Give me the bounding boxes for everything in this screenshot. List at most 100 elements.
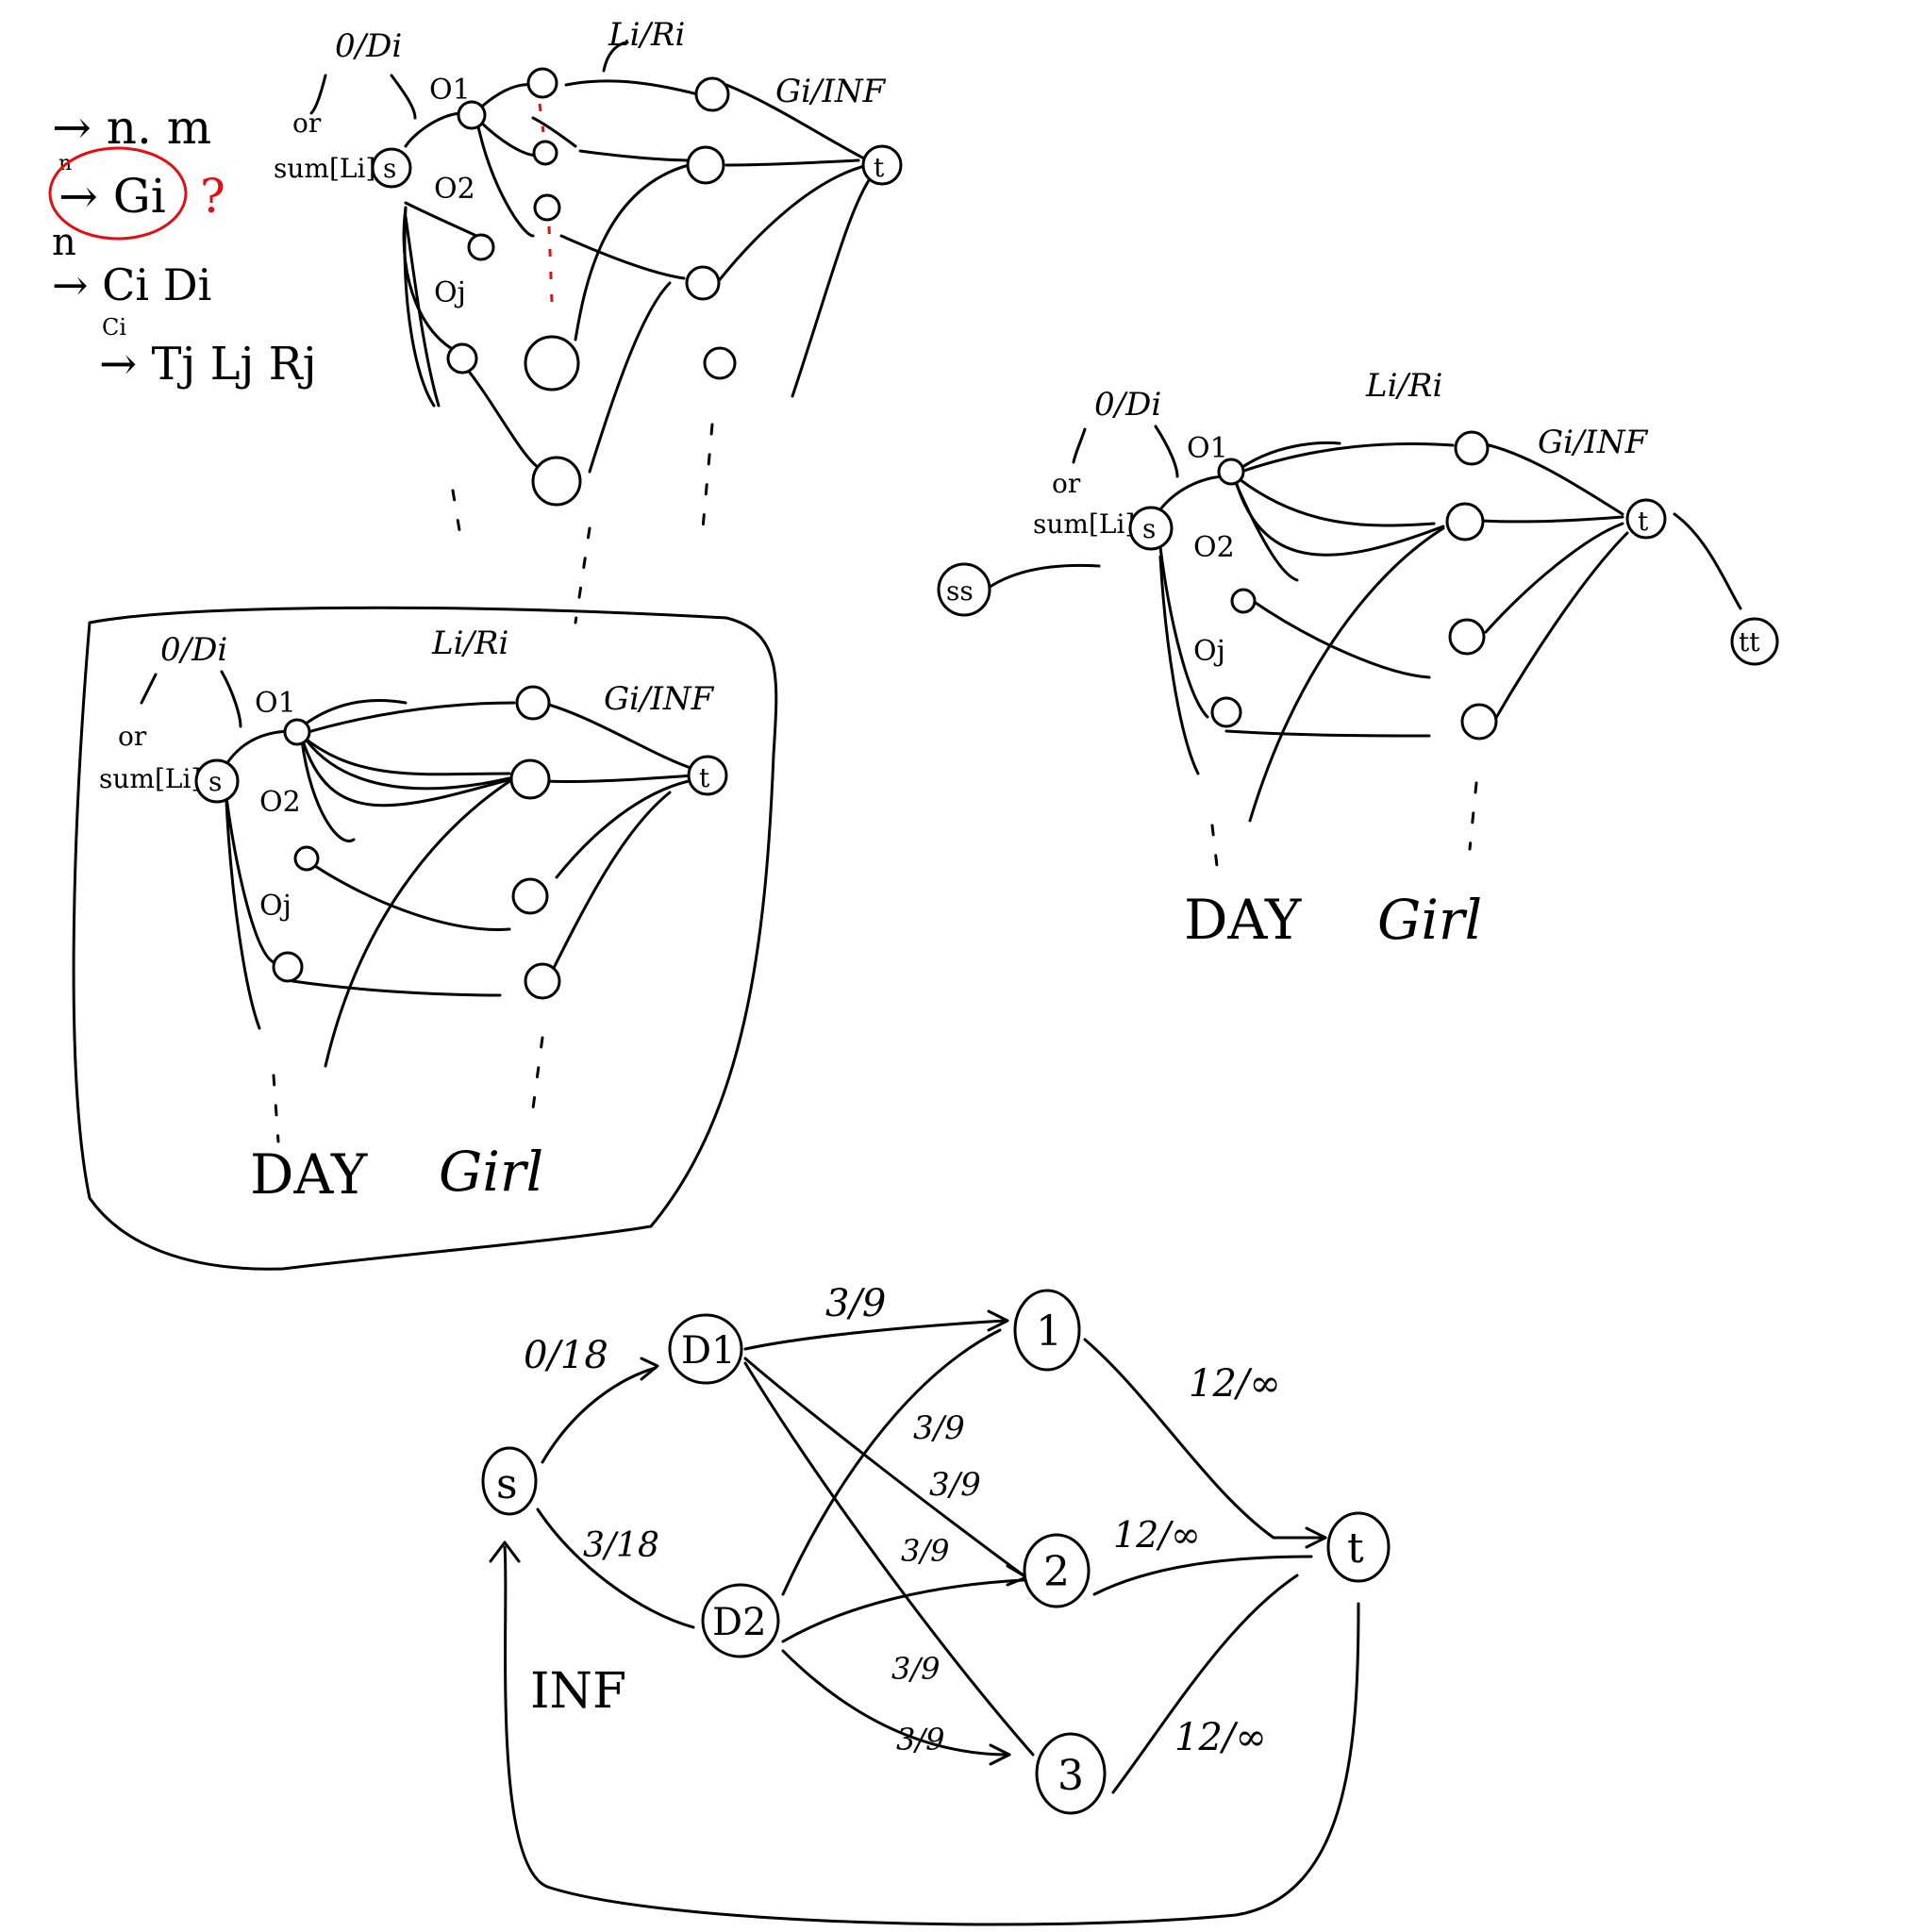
edge-label-d1-g1: 3/9 xyxy=(825,1282,886,1325)
right-node-t-label: t xyxy=(1638,506,1649,537)
edge-label-g3-t: 12/∞ xyxy=(1174,1716,1267,1759)
node-g2 xyxy=(685,265,721,301)
example-node-g3-label: 3 xyxy=(1058,1752,1084,1800)
box-label-day: DAY xyxy=(250,1142,368,1207)
box-label-gi: Gi/INF xyxy=(604,680,715,718)
right-node-g3 xyxy=(1460,703,1498,741)
node-s-label: s xyxy=(383,153,396,184)
edge-label-d2-g1: 3/9 xyxy=(913,1409,965,1447)
note-ci-under: Ci xyxy=(102,314,126,341)
right-node-g2 xyxy=(1448,618,1486,656)
right-node-s xyxy=(1128,506,1174,551)
edge-label-g2-t: 12/∞ xyxy=(1113,1514,1201,1556)
note-ci-sup: n xyxy=(52,221,76,264)
example-node-s-label: s xyxy=(496,1460,518,1508)
node-o2 xyxy=(467,233,495,261)
example-node-d2 xyxy=(701,1583,780,1658)
box-label-oj: Oj xyxy=(259,890,291,923)
example-node-g3 xyxy=(1035,1732,1107,1815)
node-t-label: t xyxy=(874,152,885,183)
note-ci-di: → Ci Di xyxy=(52,259,211,310)
example-node-d1 xyxy=(668,1313,743,1385)
edge-label-d1-g3: 3/9 xyxy=(891,1651,941,1687)
example-node-s xyxy=(481,1446,538,1516)
node-o1 xyxy=(457,100,487,130)
right-label-girl: Girl xyxy=(1377,888,1482,952)
box-node-g1 xyxy=(509,758,551,800)
label-o2: O2 xyxy=(434,173,475,206)
box-label-src-cap: 0/Di xyxy=(160,631,227,669)
box-label-or: or xyxy=(118,721,147,752)
right-label-day: DAY xyxy=(1184,888,1302,952)
example-node-d1-label: D1 xyxy=(681,1329,736,1373)
edge-label-s-d2: 3/18 xyxy=(583,1526,659,1565)
box-node-oj xyxy=(272,951,304,983)
box-label-girl: Girl xyxy=(439,1140,543,1204)
notes-block: → n. m n → Gi ? n → Ci Di Ci → Tj Lj Rj xyxy=(48,100,317,391)
node-g0 xyxy=(694,76,730,112)
diagram-boxed: 0/Di or sum[Li] O1 O2 Oj Li/Ri Gi/INF s xyxy=(72,606,778,1271)
right-label-o1: O1 xyxy=(1187,432,1228,465)
note-question-mark: ? xyxy=(200,169,225,224)
right-node-o1 xyxy=(1217,458,1245,486)
example-node-g2-label: 2 xyxy=(1043,1548,1070,1596)
right-node-o2 xyxy=(1230,588,1257,614)
right-node-ss-label: ss xyxy=(946,575,974,607)
box-label-sum: sum[Li] xyxy=(99,763,201,794)
right-label-src-cap: 0/Di xyxy=(1094,386,1161,424)
label-sum: sum[Li] xyxy=(274,153,375,184)
node-1a xyxy=(532,140,558,166)
box-node-t-label: t xyxy=(699,762,710,793)
node-2b xyxy=(531,456,582,507)
box-node-g0 xyxy=(515,685,551,721)
example-node-g1 xyxy=(1013,1289,1081,1372)
box-label-lr: Li/Ri xyxy=(431,625,508,662)
right-label-o2: O2 xyxy=(1193,531,1235,564)
right-label-sum: sum[Li] xyxy=(1033,508,1135,540)
edge-label-d2-g2: 3/9 xyxy=(901,1533,950,1569)
node-g1 xyxy=(686,145,725,185)
box-node-o2 xyxy=(293,845,320,872)
label-gi: Gi/INF xyxy=(775,73,887,110)
right-label-lr: Li/Ri xyxy=(1365,367,1442,405)
box-node-s xyxy=(194,758,240,804)
box-node-g3 xyxy=(524,962,561,1000)
node-g3 xyxy=(703,346,737,380)
label-src-cap: 0/Di xyxy=(335,27,402,65)
node-oj xyxy=(446,342,478,375)
diagram-right: 0/Di or sum[Li] O1 O2 Oj Li/Ri Gi/INF ss… xyxy=(937,367,1779,952)
gi-red-circle xyxy=(48,146,188,241)
node-2a xyxy=(533,193,561,222)
box-node-t xyxy=(687,755,728,796)
diagram-top: 0/Di or sum[Li] O1 O2 Oj Li/Ri Gi/INF s xyxy=(274,16,903,625)
right-node-oj xyxy=(1210,696,1242,728)
note-n-m: → n. m xyxy=(52,100,211,155)
label-o1: O1 xyxy=(429,74,471,107)
example-node-t xyxy=(1326,1511,1391,1583)
right-node-g0 xyxy=(1454,430,1490,466)
edge-label-back: INF xyxy=(530,1663,626,1720)
label-or: or xyxy=(292,108,322,139)
node-0a xyxy=(526,67,558,99)
right-label-or: or xyxy=(1052,468,1081,499)
label-lr: Li/Ri xyxy=(608,16,685,54)
label-oj: Oj xyxy=(434,276,466,309)
diagram-example: 0/18 3/18 3/9 3/9 3/9 3/9 3/9 3/9 12/∞ 1… xyxy=(481,1282,1391,1926)
box-node-o1 xyxy=(283,718,311,746)
example-node-g1-label: 1 xyxy=(1036,1307,1062,1356)
edge-label-d2-g3: 3/9 xyxy=(896,1722,945,1757)
example-node-g2 xyxy=(1023,1533,1091,1608)
box-label-o2: O2 xyxy=(259,786,301,819)
right-node-tt xyxy=(1730,617,1779,666)
example-node-d2-label: D2 xyxy=(712,1601,767,1644)
box-node-s-label: s xyxy=(208,766,222,797)
example-node-t-label: t xyxy=(1347,1524,1364,1573)
edge-label-g1-t: 12/∞ xyxy=(1189,1362,1281,1406)
node-t xyxy=(861,144,903,186)
node-s xyxy=(371,147,412,189)
edge-label-s-d1: 0/18 xyxy=(524,1334,608,1377)
note-tj-lj-rj: → Tj Lj Rj xyxy=(99,338,317,391)
note-gi: → Gi xyxy=(58,169,166,224)
right-label-oj: Oj xyxy=(1193,635,1225,668)
